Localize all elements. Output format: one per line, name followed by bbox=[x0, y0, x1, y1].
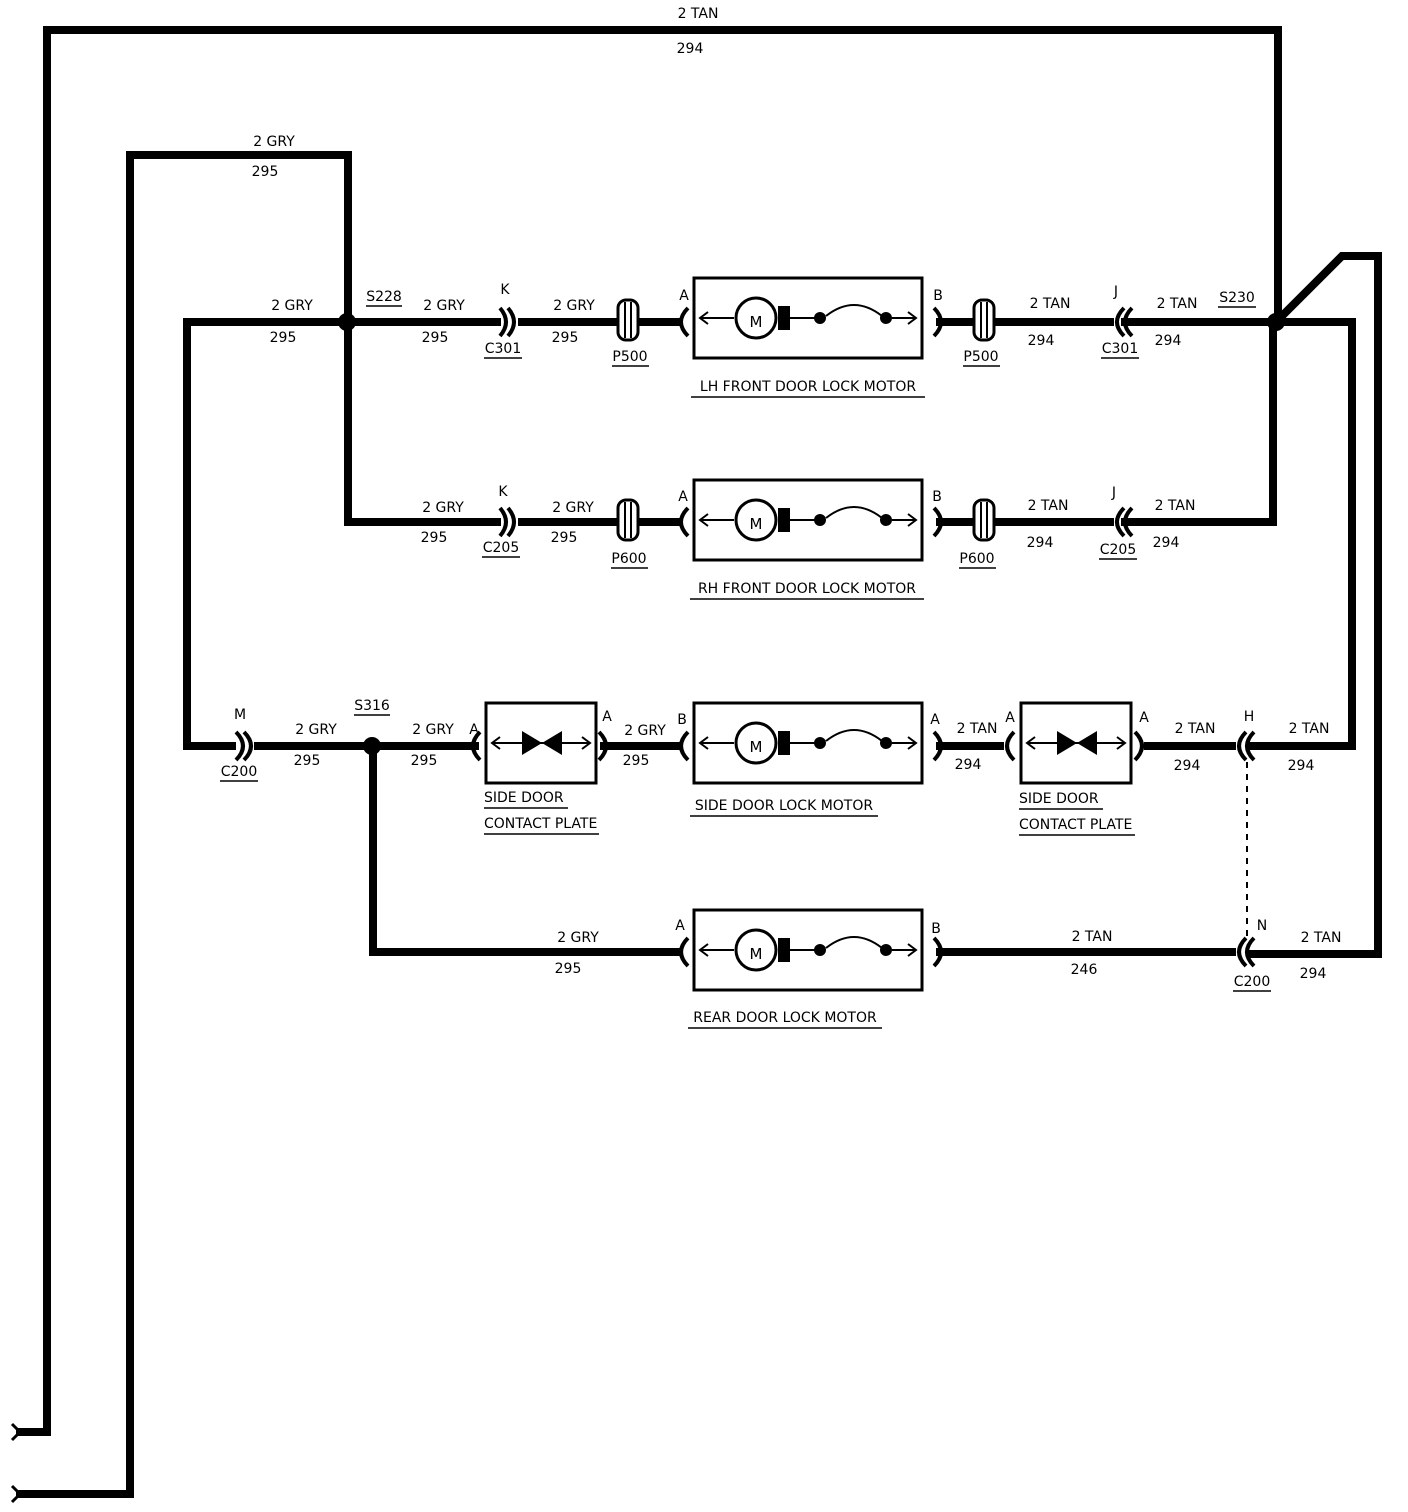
component-title-rh-front: RH FRONT DOOR LOCK MOTOR bbox=[698, 581, 916, 597]
side-door-contact-plate-left bbox=[484, 701, 598, 785]
pin-label: A bbox=[1139, 710, 1149, 726]
splice-s230-dot bbox=[1267, 313, 1285, 331]
side-door-lock-motor bbox=[692, 701, 924, 785]
wire-circuit: 295 bbox=[411, 753, 438, 769]
connector-pin: H bbox=[1244, 709, 1255, 725]
connector-name: C301 bbox=[485, 341, 522, 357]
wire-gauge: 2 GRY bbox=[271, 298, 313, 314]
wire-gauge: 2 GRY bbox=[552, 500, 594, 516]
wire-circuit: 294 bbox=[1027, 535, 1054, 551]
component-title-side-motor: SIDE DOOR LOCK MOTOR bbox=[695, 798, 873, 814]
wire-gauge: 2 GRY bbox=[423, 298, 465, 314]
wire-circuit: 295 bbox=[422, 330, 449, 346]
wire-gry-lh-left bbox=[183, 318, 352, 749]
splice-label: S230 bbox=[1219, 290, 1255, 306]
contact-plate-title-left: SIDE DOOR bbox=[484, 790, 564, 806]
splice-s316-dot bbox=[363, 737, 381, 755]
pin-label: A bbox=[678, 489, 688, 505]
wire-circuit: 295 bbox=[252, 164, 279, 180]
wire-circuit: 295 bbox=[270, 330, 297, 346]
connector-name: P600 bbox=[959, 551, 994, 567]
wire-gauge: 2 TAN bbox=[1030, 296, 1071, 312]
pin-label: A bbox=[602, 709, 612, 725]
connector-pin: N bbox=[1257, 918, 1267, 934]
wire-gauge: 2 TAN bbox=[1155, 498, 1196, 514]
wire-gauge: 2 TAN bbox=[1289, 721, 1330, 737]
pin-label: A bbox=[1005, 710, 1015, 726]
connector-name: C200 bbox=[1234, 974, 1271, 990]
motor-letter: M bbox=[750, 313, 763, 331]
side-door-contact-plate-right bbox=[1019, 701, 1133, 785]
splice-label: S316 bbox=[354, 698, 390, 714]
wire-circuit: 295 bbox=[555, 961, 582, 977]
pin-label: B bbox=[677, 712, 687, 728]
wire-gauge: 2 GRY bbox=[253, 134, 295, 150]
pin-label: B bbox=[932, 489, 942, 505]
contact-plate-title-left: CONTACT PLATE bbox=[484, 816, 597, 832]
wire-gauge: 2 TAN bbox=[1157, 296, 1198, 312]
wire-circuit: 294 bbox=[1174, 758, 1201, 774]
connector-pin: K bbox=[500, 282, 510, 298]
pin-label: A bbox=[675, 918, 685, 934]
wire-gry-295-outer bbox=[16, 151, 352, 1498]
connector-name: P500 bbox=[612, 349, 647, 365]
wire-gauge: 2 GRY bbox=[557, 930, 599, 946]
wire-circuit: 294 bbox=[1153, 535, 1180, 551]
wire-circuit: 295 bbox=[421, 530, 448, 546]
rh-front-door-lock-motor bbox=[692, 478, 924, 562]
rear-door-lock-motor bbox=[692, 908, 924, 992]
pin-label: B bbox=[931, 921, 941, 937]
wire-circuit: 295 bbox=[552, 330, 579, 346]
connector-pin: J bbox=[1111, 485, 1116, 501]
wire-gauge: 2 GRY bbox=[295, 722, 337, 738]
wire-gauge: 2 TAN bbox=[678, 6, 719, 22]
component-title-rear-motor: REAR DOOR LOCK MOTOR bbox=[693, 1010, 877, 1026]
wire-gauge: 2 TAN bbox=[1175, 721, 1216, 737]
contact-plate-title-right: SIDE DOOR bbox=[1019, 791, 1099, 807]
component-title-lh-front: LH FRONT DOOR LOCK MOTOR bbox=[700, 379, 916, 395]
wire-tan-294-outer bbox=[16, 26, 1282, 1436]
wire-gauge: 2 TAN bbox=[1072, 929, 1113, 945]
pin-label: A bbox=[679, 288, 689, 304]
wire-circuit: 294 bbox=[1288, 758, 1315, 774]
wire-circuit: 246 bbox=[1071, 962, 1098, 978]
motor-letter: M bbox=[750, 945, 763, 963]
connector-name: C301 bbox=[1102, 341, 1139, 357]
connector-name: P500 bbox=[963, 349, 998, 365]
wire-circuit: 295 bbox=[623, 753, 650, 769]
splice-s228-dot bbox=[338, 313, 356, 331]
wire-gauge: 2 GRY bbox=[412, 722, 454, 738]
wire-gauge: 2 GRY bbox=[422, 500, 464, 516]
connector-name: P600 bbox=[611, 551, 646, 567]
connector-pin: M bbox=[234, 707, 246, 723]
wire-gauge: 2 TAN bbox=[1028, 498, 1069, 514]
connector-pin: J bbox=[1113, 284, 1118, 300]
connector-name: C200 bbox=[221, 764, 258, 780]
wire-gauge: 2 GRY bbox=[624, 723, 666, 739]
splice-label: S228 bbox=[366, 289, 402, 305]
connector-pin: K bbox=[498, 484, 508, 500]
pin-label: B bbox=[933, 288, 943, 304]
wire-circuit: 294 bbox=[955, 757, 982, 773]
wire-circuit: 294 bbox=[1028, 333, 1055, 349]
contact-plate-title-right: CONTACT PLATE bbox=[1019, 817, 1132, 833]
connector-name: C205 bbox=[483, 540, 520, 556]
pin-label: A bbox=[469, 722, 479, 738]
wire-gauge: 2 GRY bbox=[553, 298, 595, 314]
wire-gauge: 2 TAN bbox=[957, 721, 998, 737]
wire-circuit: 294 bbox=[1300, 966, 1327, 982]
wire-circuit: 295 bbox=[551, 530, 578, 546]
wire-gauge: 2 TAN bbox=[1301, 930, 1342, 946]
wire-circuit: 294 bbox=[677, 41, 704, 57]
wire-circuit: 295 bbox=[294, 753, 321, 769]
wire-circuit: 294 bbox=[1155, 333, 1182, 349]
lh-front-door-lock-motor bbox=[692, 276, 924, 360]
pin-label: A bbox=[930, 712, 940, 728]
motor-letter: M bbox=[750, 738, 763, 756]
connector-name: C205 bbox=[1100, 542, 1137, 558]
motor-letter: M bbox=[750, 515, 763, 533]
